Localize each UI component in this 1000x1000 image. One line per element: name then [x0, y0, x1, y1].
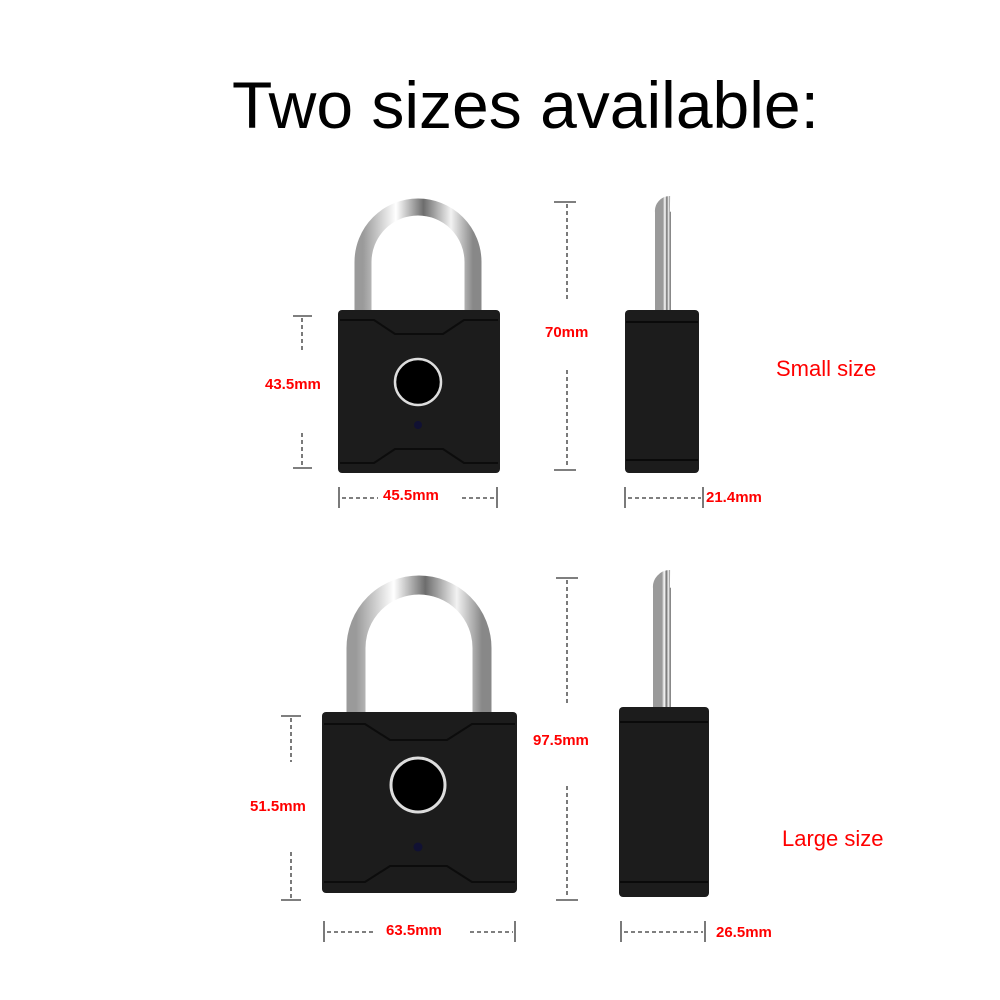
- large-width-label: 63.5mm: [386, 922, 442, 939]
- large-padlock-front: [322, 575, 517, 893]
- shackle: [354, 198, 482, 312]
- fingerprint-sensor-icon: [393, 357, 443, 407]
- lock-body: [625, 310, 699, 473]
- small-body-height-label: 43.5mm: [265, 376, 321, 393]
- large-depth-label: 26.5mm: [716, 924, 772, 941]
- small-width-label: 45.5mm: [383, 487, 439, 504]
- small-padlock-front: [338, 198, 500, 473]
- small-depth-label: 21.4mm: [706, 489, 762, 506]
- large-width-dimension: 63.5mm: [323, 921, 516, 942]
- small-padlock-side: [625, 196, 699, 473]
- lock-body: [619, 707, 709, 897]
- large-body-height-label: 51.5mm: [250, 798, 306, 815]
- large-total-height-label: 97.5mm: [533, 732, 589, 749]
- small-width-dimension: 45.5mm: [338, 487, 498, 508]
- small-depth-dimension: 21.4mm: [624, 487, 762, 508]
- shackle: [654, 196, 672, 312]
- small-total-height-label: 70mm: [545, 324, 588, 341]
- shackle: [346, 575, 492, 714]
- large-total-height-dimension: 97.5mm: [533, 577, 589, 901]
- fingerprint-sensor-icon: [389, 756, 447, 814]
- led-indicator: [413, 842, 423, 852]
- small-total-height-dimension: 70mm: [545, 201, 588, 471]
- page-title: Two sizes available:: [232, 68, 819, 142]
- large-padlock-side: [619, 570, 709, 897]
- large-depth-dimension: 26.5mm: [620, 921, 772, 942]
- shackle: [652, 570, 672, 710]
- large-size-label: Large size: [782, 826, 884, 851]
- led-indicator: [414, 421, 422, 429]
- small-size-label: Small size: [776, 356, 876, 381]
- small-body-height-dimension: 43.5mm: [265, 315, 321, 469]
- large-body-height-dimension: 51.5mm: [250, 715, 306, 901]
